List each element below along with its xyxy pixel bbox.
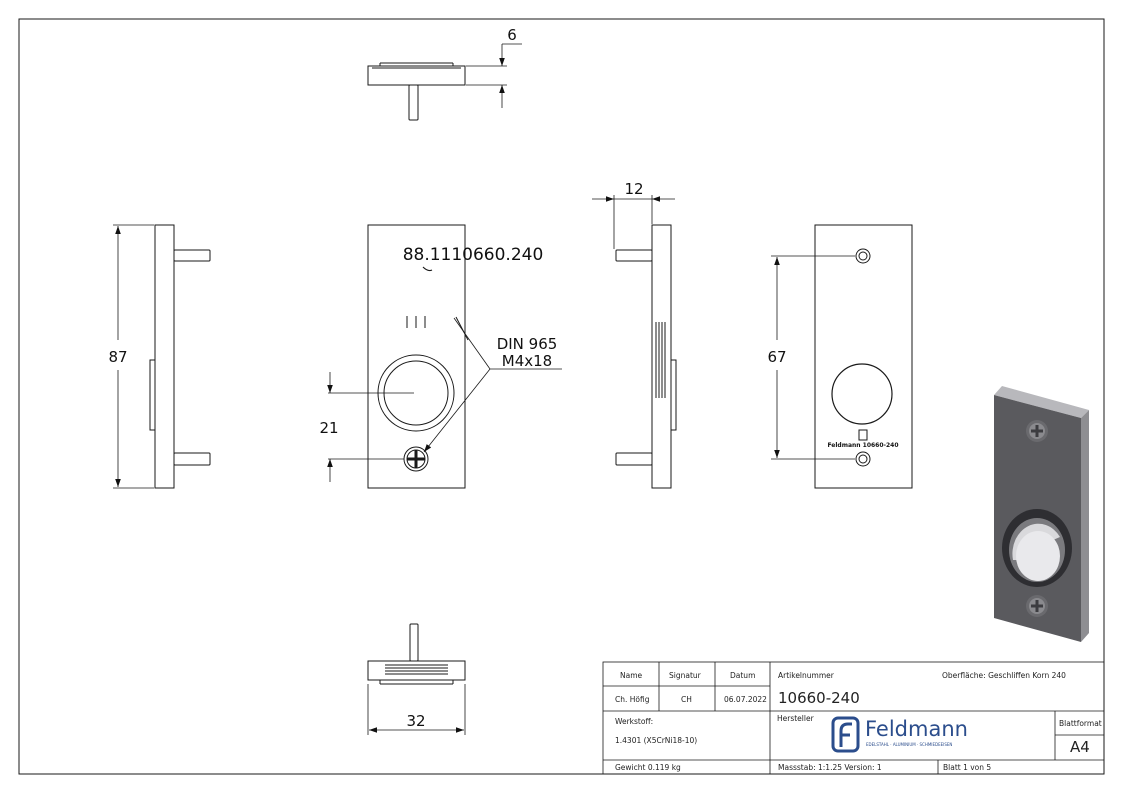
front-view — [327, 224, 562, 489]
blatt-text: Blatt 1 von 5 — [943, 763, 992, 772]
logo-text: Feldmann — [865, 717, 968, 741]
datum-value: 06.07.2022 — [724, 695, 767, 704]
dim-width: 32 — [406, 712, 425, 730]
plate-marking: Feldmann 10660-240 — [827, 442, 898, 449]
blattformat-label: Blattformat — [1059, 719, 1102, 728]
werkstoff-label: Werkstoff: — [615, 717, 654, 726]
name-value: Ch. Höfig — [615, 695, 650, 704]
back-view — [771, 224, 913, 489]
oberflaeche-text: Oberfläche: Geschliffen Korn 240 — [942, 671, 1066, 680]
werkstoff-value: 1.4301 (X5CrNi18-10) — [615, 736, 698, 745]
top-view — [367, 43, 522, 121]
dim-side-offset: 12 — [624, 180, 643, 198]
signatur-label: Signatur — [669, 671, 701, 680]
name-label: Name — [620, 671, 643, 680]
screw-note-line2: M4x18 — [502, 352, 552, 370]
feldmann-logo-icon — [831, 716, 860, 753]
screw-icon — [1026, 420, 1048, 442]
datum-label: Datum — [730, 671, 756, 680]
blattformat-value: A4 — [1070, 738, 1090, 756]
dim-hole-spacing: 67 — [767, 348, 786, 366]
artikel-label: Artikelnummer — [778, 671, 834, 680]
sheet-frame — [18, 18, 1105, 775]
right-side-view — [592, 195, 677, 489]
left-side-view — [113, 224, 211, 489]
dim-height-total: 87 — [108, 348, 127, 366]
hersteller-label: Hersteller — [777, 714, 814, 723]
gewicht-text: Gewicht 0.119 kg — [615, 763, 681, 772]
dim-top-thickness: 6 — [507, 26, 517, 44]
isometric-view — [994, 386, 1089, 642]
signatur-value: CH — [681, 695, 692, 704]
title-block-grid — [602, 661, 1105, 775]
dim-button-offset: 21 — [319, 419, 338, 437]
screw-note-line1: DIN 965 — [497, 335, 558, 353]
screw-icon-lower — [1026, 595, 1048, 617]
artikel-value: 10660-240 — [778, 689, 860, 707]
massstab-text: Massstab: 1:1.25 Version: 1 — [778, 763, 882, 772]
engraving-text: 88.1110660.240 — [403, 245, 544, 265]
bottom-view — [367, 623, 466, 735]
logo-tagline: EDELSTAHL · ALUMINIUM · SCHMIEDEEISEN — [866, 742, 953, 747]
